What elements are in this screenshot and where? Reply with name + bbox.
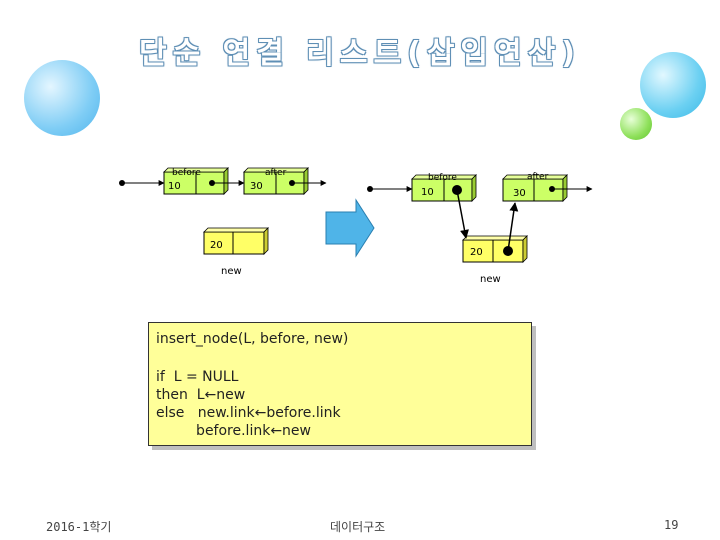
transition-arrow bbox=[325, 198, 375, 258]
code-signature: insert_node(L, before, new) bbox=[156, 331, 349, 347]
right-node-before-value: 10 bbox=[421, 187, 434, 198]
code-line-4: before.link←new bbox=[156, 423, 311, 439]
left-node-new-value: 20 bbox=[210, 240, 223, 251]
footer-semester: 2016-1학기 bbox=[46, 520, 112, 534]
right-node-new: 20 bbox=[462, 235, 528, 263]
left-node-before: 10 bbox=[163, 167, 229, 195]
code-line-3: else new.link←before.link bbox=[156, 405, 341, 421]
right-before-label: before bbox=[428, 173, 457, 183]
decorative-bubble-blue-right bbox=[640, 52, 706, 118]
right-after-label: after bbox=[527, 172, 549, 182]
right-diagram: 10 before 30 after 20 new bbox=[367, 172, 593, 285]
left-node-before-value: 10 bbox=[168, 181, 181, 192]
right-before-to-new-arrow bbox=[456, 189, 469, 239]
left-before-label: before bbox=[172, 168, 201, 178]
right-node-after: 30 bbox=[502, 174, 568, 202]
right-node-before: 10 bbox=[411, 174, 477, 202]
right-new-to-after-arrow bbox=[507, 202, 519, 252]
left-node-new: 20 bbox=[203, 227, 269, 255]
footer-course: 데이터구조 bbox=[330, 520, 386, 534]
decorative-bubble-green bbox=[620, 108, 652, 140]
pseudocode-box: insert_node(L, before, new) if L = NULL … bbox=[148, 322, 532, 446]
decorative-bubble-blue-left bbox=[24, 60, 100, 136]
footer-page-number: 19 bbox=[664, 518, 679, 532]
right-node-after-value: 30 bbox=[513, 188, 526, 199]
code-line-2: then L←new bbox=[156, 387, 246, 403]
right-new-label: new bbox=[480, 274, 501, 285]
left-new-label: new bbox=[221, 266, 242, 277]
page-title: 단순 연결 리스트(삽입연산) bbox=[139, 36, 581, 71]
left-after-label: after bbox=[265, 168, 287, 178]
left-diagram: 10 before 30 after 20 new bbox=[119, 167, 327, 277]
right-node-new-value: 20 bbox=[470, 247, 483, 258]
left-node-after-value: 30 bbox=[250, 181, 263, 192]
code-line-1: if L = NULL bbox=[156, 369, 239, 385]
left-node-after: 30 bbox=[243, 167, 309, 195]
